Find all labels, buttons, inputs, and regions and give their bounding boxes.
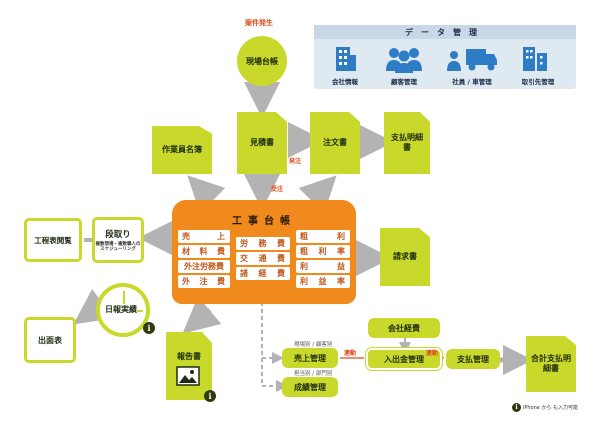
- work-report-label: 報告書: [177, 352, 201, 361]
- data-management-title-bar: データ管理: [314, 25, 576, 39]
- case-trigger-label: 案件発生: [245, 19, 273, 27]
- company-expense-node[interactable]: 会社経費: [368, 318, 440, 338]
- link-label-left: 連動: [344, 350, 357, 357]
- site-ledger-node[interactable]: 現場台帳: [237, 36, 287, 86]
- cashflow-mgmt-label: 入出金管理: [384, 354, 424, 364]
- building-icon: [336, 47, 356, 71]
- ledger-cell-overhead: 諸経費: [236, 267, 290, 280]
- data-management-title: データ管理: [405, 27, 485, 37]
- results-mgmt-node[interactable]: 成績管理: [282, 377, 338, 397]
- sales-mgmt-node[interactable]: 売上管理: [282, 348, 338, 368]
- ledger-cell-profit-rate: 利益率: [296, 275, 350, 288]
- payment-mgmt-node[interactable]: 支払管理: [446, 349, 500, 369]
- data-management-panel: データ管理 会社情報 顧客管理 社員 / 車管理 取引先管理: [314, 25, 576, 89]
- results-mgmt-caption: 担当別 / 部門別: [294, 371, 333, 377]
- iphone-note-info-icon: i: [512, 403, 521, 412]
- photo-icon: [176, 366, 200, 386]
- schedule-chart-node[interactable]: 工程表閲覧: [24, 218, 82, 262]
- clock-hand-vertical: [123, 291, 125, 312]
- ledger-cell-sales: 売上: [178, 230, 230, 243]
- ledger-cell-outsourced-labor: 外注労務費: [178, 260, 230, 273]
- data-item-customers[interactable]: 顧客管理: [391, 78, 417, 86]
- work-report-doc[interactable]: 報告書: [166, 332, 212, 400]
- ledger-title: 工事台帳: [232, 216, 296, 227]
- invoice-label: 請求書: [393, 252, 417, 261]
- quote-doc[interactable]: 見積書: [237, 112, 287, 174]
- ledger-cell-materials: 材料費: [178, 245, 230, 258]
- payment-details-doc[interactable]: 支払明細書: [384, 112, 430, 174]
- iphone-note: iPhone から も入力可能: [523, 405, 579, 411]
- company-expense-label: 会社経費: [388, 323, 420, 333]
- sales-mgmt-caption: 現場別 / 顧客別: [294, 342, 333, 348]
- ledger-right-column: 粗利 粗利率 利益 利益率: [296, 230, 350, 290]
- workers-list-doc[interactable]: 作業員名簿: [152, 126, 212, 174]
- ledger-cell-profit: 利益: [296, 260, 350, 273]
- ledger-left-column: 売上 材料費 外注労務費 外注費: [178, 230, 230, 290]
- total-payment-label: 合計支払明細書: [531, 354, 571, 373]
- attendance-label: 出面表: [38, 335, 62, 345]
- supplier-building-icon: [523, 47, 547, 71]
- daily-report-info-icon[interactable]: i: [143, 322, 155, 334]
- results-mgmt-label: 成績管理: [294, 382, 326, 392]
- payment-details-label: 支払明細書: [391, 133, 423, 152]
- ledger-cell-gross-profit: 粗利: [296, 230, 350, 243]
- data-item-staff-vehicles[interactable]: 社員 / 車管理: [452, 78, 492, 86]
- order-receive-label: 受注: [271, 186, 284, 193]
- ledger-cell-outsourcing: 外注費: [178, 275, 230, 288]
- scheduling-subtitle: 複数現場・複数職人の スケジューリング: [95, 241, 141, 252]
- data-item-suppliers[interactable]: 取引先管理: [521, 78, 555, 86]
- cashflow-mgmt-node[interactable]: 入出金管理: [366, 348, 442, 370]
- site-ledger-label: 現場台帳: [246, 56, 278, 66]
- data-item-company[interactable]: 会社情報: [332, 78, 358, 86]
- order-issue-label: 発注: [289, 158, 302, 165]
- ledger-middle-column: 労務費 交通費 諸経費: [236, 237, 290, 282]
- total-payment-doc[interactable]: 合計支払明細書: [526, 336, 576, 392]
- staff-vehicle-icon: [447, 49, 497, 71]
- scheduling-node[interactable]: 段取り 複数現場・複数職人の スケジューリング: [92, 217, 144, 263]
- daily-report-label: 日報実績: [105, 304, 137, 315]
- invoice-doc[interactable]: 請求書: [380, 228, 430, 286]
- ledger-cell-gross-margin: 粗利率: [296, 245, 350, 258]
- work-report-info-icon[interactable]: i: [204, 390, 216, 402]
- attendance-node[interactable]: 出面表: [24, 317, 76, 363]
- ledger-cell-labor: 労務費: [236, 237, 290, 250]
- schedule-chart-label: 工程表閲覧: [34, 235, 72, 245]
- construction-ledger[interactable]: 工事台帳 売上 材料費 外注労務費 外注費 労務費 交通費 諸経費 粗利 粗利率…: [172, 200, 356, 304]
- link-label-right: 連動: [426, 350, 439, 357]
- customers-icon: [386, 48, 422, 73]
- scheduling-title: 段取り: [105, 229, 131, 240]
- order-form-label: 注文書: [323, 138, 347, 147]
- workers-list-label: 作業員名簿: [162, 145, 202, 154]
- quote-label: 見積書: [250, 138, 274, 147]
- ledger-cell-transport: 交通費: [236, 252, 290, 265]
- sales-mgmt-label: 売上管理: [294, 353, 326, 363]
- order-form-doc[interactable]: 注文書: [310, 112, 360, 174]
- payment-mgmt-label: 支払管理: [457, 354, 489, 364]
